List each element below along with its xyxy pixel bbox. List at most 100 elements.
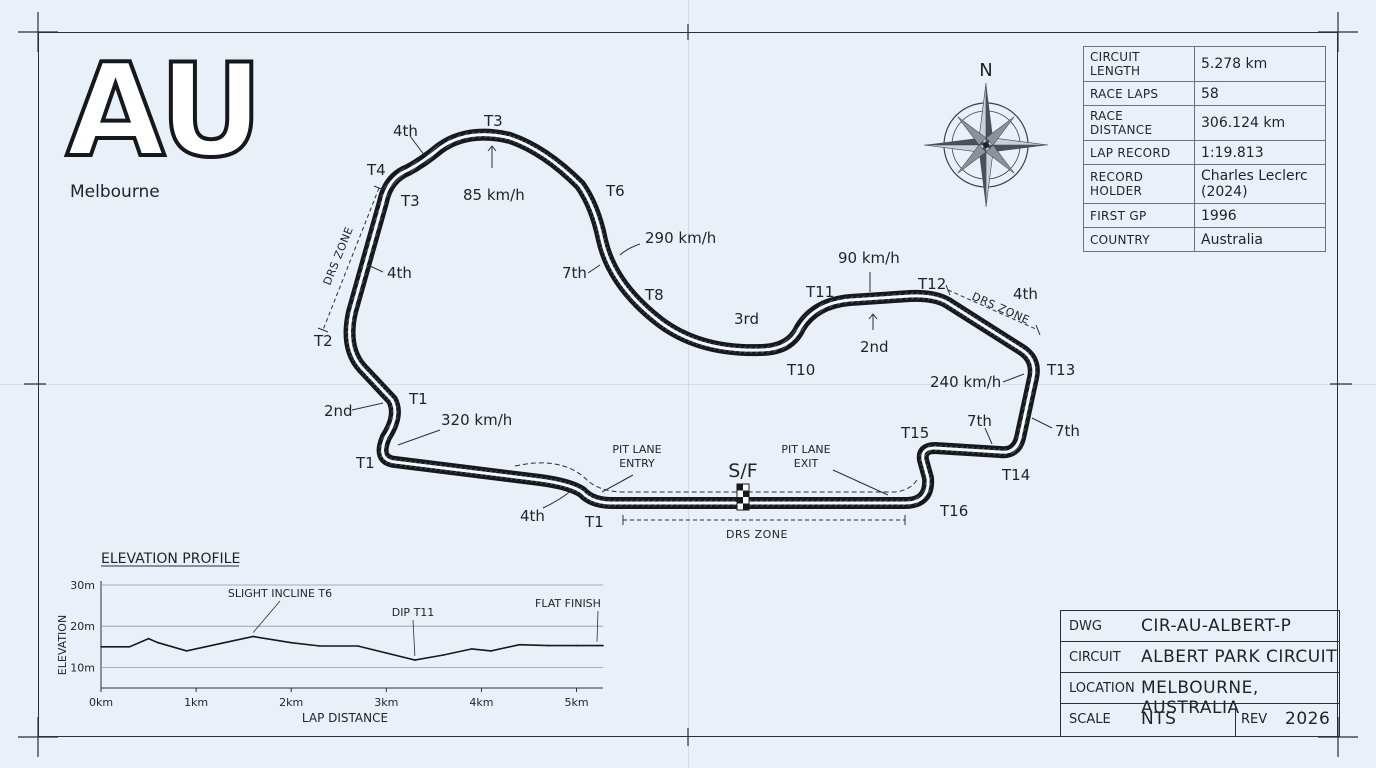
corner-label: T1 bbox=[408, 390, 428, 408]
title-block: DWG CIR-AU-ALBERT-P CIRCUIT ALBERT PARK … bbox=[1060, 610, 1340, 737]
elevation-x-tick: 0km bbox=[89, 696, 113, 709]
start-finish-flag-icon bbox=[736, 483, 750, 511]
track-outline bbox=[343, 128, 1040, 509]
drs-zone-label: DRS ZONE bbox=[321, 225, 356, 287]
elevation-xlabel: LAP DISTANCE bbox=[302, 711, 388, 725]
info-value: 306.124 km bbox=[1194, 105, 1326, 141]
elevation-annotation-leader bbox=[596, 610, 599, 642]
scale-value: NTS bbox=[1141, 709, 1177, 729]
gear-label: 7th bbox=[967, 412, 992, 430]
info-key: RACE DISTANCE bbox=[1083, 105, 1195, 141]
corner-label: T16 bbox=[939, 502, 968, 520]
gear-label: 2nd bbox=[860, 338, 889, 356]
elevation-y-tick: 30m bbox=[70, 579, 95, 592]
corner-label: T15 bbox=[900, 424, 929, 442]
elevation-profile-chart: ELEVATION PROFILE 30m 20m 10m 0km 1km 2km 3km… bbox=[56, 551, 604, 725]
elevation-line bbox=[101, 635, 603, 661]
elevation-x-tick: 4km bbox=[469, 696, 493, 709]
corner-label: T1 bbox=[355, 454, 375, 472]
start-finish-label: S/F bbox=[728, 460, 757, 482]
dwg-label: DWG bbox=[1069, 619, 1102, 634]
gear-label: 4th bbox=[387, 264, 412, 282]
fold-line-vertical bbox=[688, 0, 689, 768]
gear-label: 4th bbox=[520, 507, 545, 525]
info-value: Australia bbox=[1194, 227, 1326, 252]
info-value: 5.278 km bbox=[1194, 46, 1326, 82]
elevation-ylabel: ELEVATION bbox=[56, 615, 69, 675]
pit-lane bbox=[514, 462, 919, 493]
corner-label: T4 bbox=[366, 161, 386, 179]
gear-label: 2nd bbox=[324, 402, 353, 420]
info-key: CIRCUIT LENGTH bbox=[1083, 46, 1195, 82]
speed-label: 290 km/h bbox=[645, 229, 716, 247]
elevation-y-tick: 20m bbox=[70, 620, 95, 633]
elevation-title: ELEVATION PROFILE bbox=[101, 551, 240, 567]
info-value: 1996 bbox=[1194, 203, 1326, 228]
compass-rose-icon: N bbox=[923, 60, 1049, 208]
info-key: RACE LAPS bbox=[1083, 81, 1195, 106]
info-key: RECORD HOLDER bbox=[1083, 164, 1195, 204]
elevation-annotation: DIP T11 bbox=[392, 606, 435, 619]
gear-label: 3rd bbox=[734, 310, 759, 328]
pit-exit-label: EXIT bbox=[794, 457, 819, 470]
corner-label: T2 bbox=[313, 332, 333, 350]
gear-label: 7th bbox=[562, 264, 587, 282]
scale-label: SCALE bbox=[1069, 712, 1111, 727]
speed-label: 90 km/h bbox=[838, 249, 900, 267]
drs-zone-label: DRS ZONE bbox=[726, 528, 788, 541]
circuit-value: ALBERT PARK CIRCUIT bbox=[1141, 647, 1338, 667]
speed-label: 85 km/h bbox=[463, 186, 525, 204]
elevation-annotation-leader bbox=[252, 600, 281, 633]
corner-label: T6 bbox=[605, 182, 625, 200]
corner-label: T1 bbox=[584, 513, 604, 531]
elevation-y-tick: 10m bbox=[70, 661, 95, 674]
corner-label: T10 bbox=[786, 361, 815, 379]
speed-label: 240 km/h bbox=[930, 373, 1001, 391]
fold-line-horizontal bbox=[0, 384, 1376, 385]
elevation-x-tick: 5km bbox=[565, 696, 589, 709]
corner-label: T11 bbox=[805, 283, 834, 301]
elevation-x-tick: 1km bbox=[184, 696, 208, 709]
annotation-leaders bbox=[351, 135, 1053, 509]
corner-label: T8 bbox=[644, 286, 664, 304]
location-label: LOCATION bbox=[1069, 681, 1135, 696]
elevation-annotation-leader bbox=[412, 619, 416, 657]
pit-entry-label: PIT LANE bbox=[612, 443, 661, 456]
corner-label: T12 bbox=[917, 275, 946, 293]
gear-label: 7th bbox=[1055, 422, 1080, 440]
pit-entry-label: ENTRY bbox=[619, 457, 655, 470]
corner-label: T3 bbox=[400, 192, 420, 210]
dwg-value: CIR-AU-ALBERT-P bbox=[1141, 616, 1292, 636]
rev-value: 2026 bbox=[1285, 709, 1331, 729]
pit-exit-label: PIT LANE bbox=[781, 443, 830, 456]
elevation-x-tick: 2km bbox=[279, 696, 303, 709]
corner-label: T3 bbox=[483, 112, 503, 130]
info-key: LAP RECORD bbox=[1083, 140, 1195, 165]
country-code: AU bbox=[64, 37, 265, 186]
corner-label: T14 bbox=[1001, 466, 1030, 484]
speed-label: 320 km/h bbox=[441, 411, 512, 429]
drs-zone-markers bbox=[322, 187, 1039, 521]
info-key: COUNTRY bbox=[1083, 227, 1195, 252]
circuit-label: CIRCUIT bbox=[1069, 650, 1121, 665]
info-value: 58 bbox=[1194, 81, 1326, 106]
info-value: 1:19.813 bbox=[1194, 140, 1326, 165]
gear-label: 4th bbox=[1013, 285, 1038, 303]
elevation-x-tick: 3km bbox=[374, 696, 398, 709]
elevation-annotation: SLIGHT INCLINE T6 bbox=[228, 587, 332, 600]
compass-north-label: N bbox=[979, 60, 992, 81]
city-name: Melbourne bbox=[70, 182, 160, 202]
gear-label: 4th bbox=[393, 122, 418, 140]
elevation-annotation: FLAT FINISH bbox=[535, 597, 601, 610]
